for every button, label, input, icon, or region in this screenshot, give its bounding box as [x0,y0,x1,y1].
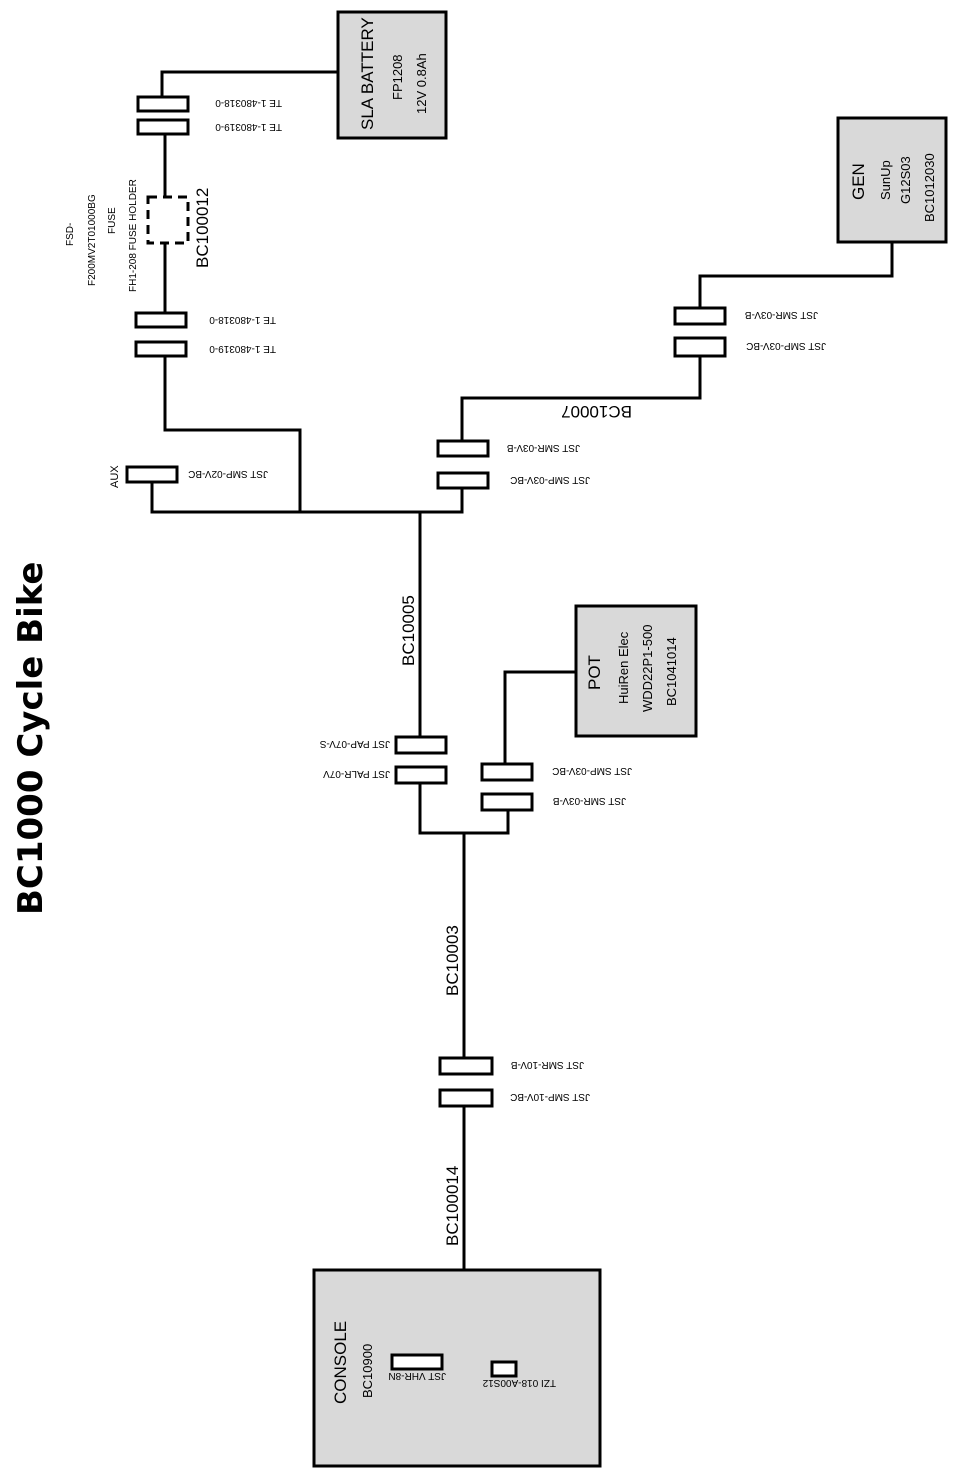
battery-box [336,10,448,140]
connector-battery-bottom [136,118,190,136]
connector-palr [394,765,448,785]
console-name: CONSOLE [331,1321,350,1404]
cable-bc10003: BC10003 [443,925,462,996]
aux-label: AUX [109,465,121,488]
gen-maker: SunUp [878,160,893,200]
battery-name: SLA BATTERY [358,17,377,130]
cable-bc10007: BC10007 [561,402,632,421]
label-palr: JST PALR-07V [323,768,390,779]
label-console-vhr: JST VHR-8N [388,1370,446,1381]
fuse-part: BC100012 [193,188,212,268]
pot-model: WDD22P1-500 [640,625,655,712]
label-pot-bot: JST SMR-03V-B [553,795,626,806]
connector-gen-bottom [673,336,727,358]
label-fuse-bot: TE 1-480319-0 [209,343,276,354]
fuse-line1: FSD- [65,223,76,246]
label-c10-top: JST SMR-10V-B [511,1059,584,1070]
label-console-tzi: TZI 018-A00S12 [482,1377,556,1388]
label-aux: JST SMP-02V-BC [188,468,268,479]
wires [150,70,894,1364]
fuse-holder-outline [146,195,190,245]
gen-name: GEN [849,163,868,200]
gen-model: G12S03 [898,156,913,204]
label-bat-top: TE 1-480318-0 [215,97,282,108]
label-j7-top: JST SMR-03V-B [507,442,580,453]
diagram-title: BC1000 Cycle Bike [11,562,51,915]
fuse-line3: FUSE [107,207,118,234]
console-box [312,1268,602,1468]
connector-fuse-bottom [134,340,188,358]
cable-bc100014: BC100014 [443,1166,462,1246]
label-j7-bot: JST SMP-03V-BC [510,474,590,485]
label-gen-top: JST SMR-03V-B [745,309,818,320]
connector-battery-top [136,95,190,113]
pot-box [574,604,698,738]
connector-pot-top [480,762,534,782]
connector-aux [125,465,179,484]
label-fuse-top: TE 1-480318-0 [209,314,276,325]
connectors [125,95,727,1108]
connector-c10-top [438,1056,494,1076]
label-c10-bot: JST SMP-10V-BC [510,1091,590,1102]
label-pot-top: JST SMP-03V-BC [552,765,632,776]
connector-bc10007-bottom [436,471,490,490]
battery-spec: 12V 0.8Ah [414,53,429,114]
pot-part: BC1041014 [664,637,679,706]
connector-labels: TE 1-480318-0 TE 1-480319-0 TE 1-480318-… [188,97,826,1388]
connector-gen-top [673,306,727,326]
connector-console-vhr [390,1353,444,1371]
label-pap: JST PAP-07V-S [319,738,390,749]
connector-fuse-top [134,311,188,329]
connector-console-tzi [490,1360,518,1378]
gen-part: BC1012030 [922,153,937,222]
gen-box [836,116,948,244]
connector-c10-bottom [438,1088,494,1108]
console-part: BC10900 [360,1344,375,1398]
label-gen-bot: JST SMP-03V-BC [746,340,826,351]
connector-bc10007-top [436,439,490,458]
fuse-line2: F200MV2T01000BG [87,194,98,286]
label-bat-bot: TE 1-480319-0 [215,121,282,132]
cable-bc10005: BC10005 [399,595,418,666]
connector-pap [394,735,448,755]
pot-maker: HuiRen Elec [616,631,631,704]
connector-pot-bottom [480,792,534,812]
pot-name: POT [585,655,604,690]
battery-model: FP1208 [390,54,405,100]
fuse-line4: FH1-208 FUSE HOLDER [128,179,139,292]
